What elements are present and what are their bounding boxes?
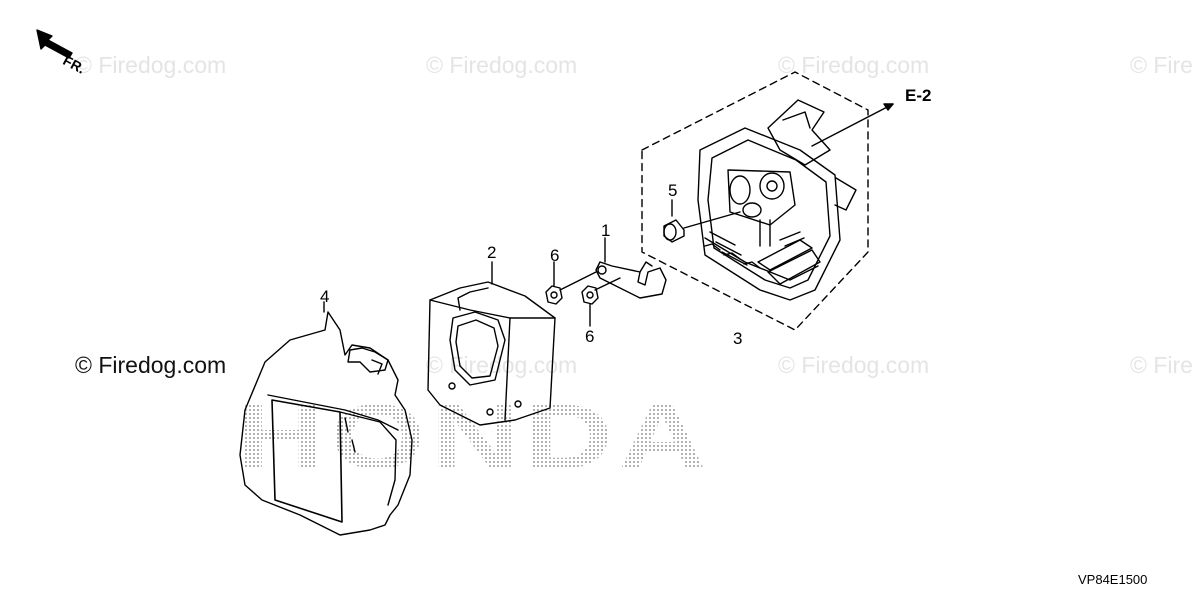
part-4-cover bbox=[239, 301, 413, 536]
part-6-nut-upper bbox=[545, 261, 563, 305]
watermark: © Firedog.com bbox=[426, 52, 578, 78]
watermark: © Firedog.com bbox=[778, 352, 930, 378]
callout-2: 2 bbox=[487, 243, 497, 262]
part-2-element-frame bbox=[427, 261, 556, 426]
part-3-air-cleaner-case bbox=[697, 99, 857, 301]
callout-6-lower: 6 bbox=[585, 327, 595, 346]
watermark: © Fire bbox=[1130, 52, 1193, 78]
leader-e2 bbox=[811, 103, 894, 147]
watermark-dark: © Firedog.com bbox=[75, 352, 227, 378]
watermark: © Firedog.com bbox=[75, 52, 227, 78]
front-arrow-icon bbox=[36, 29, 73, 59]
watermark: © Firedog.com bbox=[778, 52, 930, 78]
part-1-bracket bbox=[559, 237, 667, 299]
diagram-code: VP84E1500 bbox=[1078, 572, 1148, 587]
callout-3: 3 bbox=[733, 329, 743, 348]
callout-4: 4 bbox=[320, 287, 330, 306]
reference-e2: E-2 bbox=[905, 86, 932, 105]
watermark: © Fire bbox=[1130, 352, 1193, 378]
callout-1: 1 bbox=[601, 221, 611, 240]
callout-5: 5 bbox=[668, 181, 678, 200]
assembly-box bbox=[641, 71, 869, 331]
callout-6-upper: 6 bbox=[550, 246, 560, 265]
part-5-grommet bbox=[663, 199, 741, 243]
brand-watermark: HONDA bbox=[236, 386, 712, 488]
part-6-nut-lower bbox=[581, 285, 599, 327]
